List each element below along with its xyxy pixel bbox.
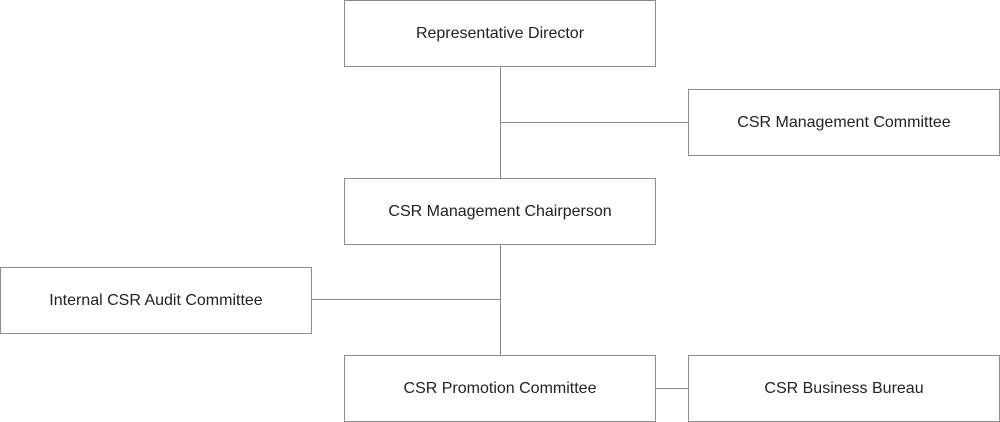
node-csr-business-bureau: CSR Business Bureau <box>688 355 1000 422</box>
connector-chairperson-to-promotion <box>500 245 501 355</box>
node-internal-csr-audit-committee: Internal CSR Audit Committee <box>0 267 312 334</box>
connector-to-management-committee <box>500 122 688 123</box>
node-label: CSR Management Committee <box>737 113 951 131</box>
node-csr-management-chairperson: CSR Management Chairperson <box>344 178 656 245</box>
node-label: CSR Management Chairperson <box>388 202 612 220</box>
node-csr-promotion-committee: CSR Promotion Committee <box>344 355 656 422</box>
node-representative-director: Representative Director <box>344 0 656 67</box>
connector-promotion-to-bureau <box>656 388 688 389</box>
node-label: CSR Business Bureau <box>764 379 924 397</box>
connector-to-audit-committee <box>312 299 500 300</box>
node-csr-management-committee: CSR Management Committee <box>688 89 1000 156</box>
node-label: Internal CSR Audit Committee <box>49 291 263 309</box>
node-label: CSR Promotion Committee <box>403 379 597 397</box>
node-label: Representative Director <box>415 24 585 42</box>
